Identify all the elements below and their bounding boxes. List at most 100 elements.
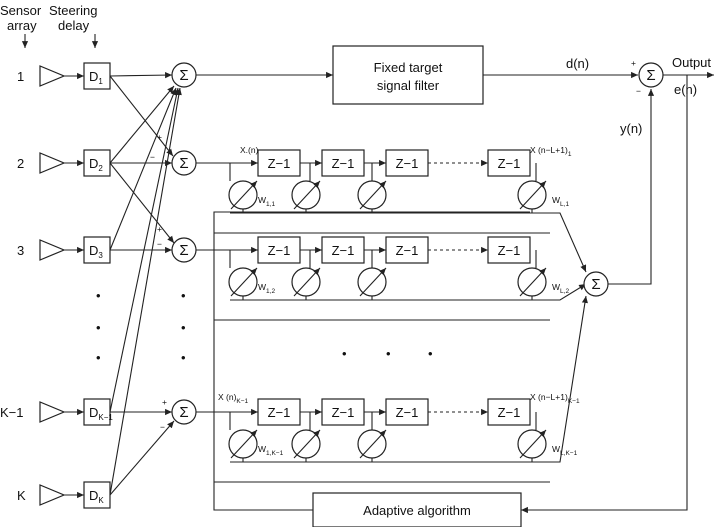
wire-d2-sum1 [109, 85, 175, 164]
tdl3-z4-box [487, 398, 531, 426]
steering-delay-1-label: D1 [89, 69, 103, 86]
steering-wires [109, 72, 182, 496]
x1-input-label: X.(n) [240, 145, 259, 155]
tdl2-weight1-adjust [230, 267, 258, 297]
wire-d1-sum2 [109, 75, 174, 157]
tdl1-weight-last-label: WL,1 [552, 195, 569, 208]
delay-dots-1: • [96, 288, 101, 303]
tdl2-z3-label: Z−1 [396, 243, 419, 258]
output-sum-symbol: Σ [646, 67, 655, 84]
sensor-4-icon [39, 401, 66, 423]
tdl2-weight-last-label: WL,2 [552, 282, 569, 295]
tdl1-weight2-adjust [293, 180, 321, 210]
sum3-plus-sign: + [157, 224, 162, 234]
tdl3-weight2-adjust [293, 429, 321, 459]
tdl1-z2-box [321, 149, 365, 177]
wire-d2-sum3 [109, 162, 175, 244]
tdl2-z4-box [487, 236, 531, 264]
sensor-array-label-2: array [7, 18, 37, 33]
tdl2-z2-label: Z−1 [332, 243, 355, 258]
steering-delay-3-box [83, 236, 111, 264]
tdl1-weight-bus [230, 212, 587, 273]
tdl3-weight1-adjust [230, 429, 258, 459]
weighted-sum-node [583, 271, 609, 297]
sum-symbol-4: Σ [179, 404, 188, 421]
wire-d1-sum1 [109, 72, 173, 79]
sensor-label-5: K [17, 488, 26, 503]
steering-delay-2-label: D2 [89, 156, 103, 173]
sensor-2-icon [39, 152, 66, 174]
tdl1-z2-label: Z−1 [332, 156, 355, 171]
tdl2-z1-box [257, 236, 301, 264]
steering-delay-label-1: Steering [49, 3, 97, 18]
tdl2-weight-first-label: W1,2 [258, 282, 275, 295]
wire-d3-sum1 [109, 87, 177, 251]
tdl3-z3-label: Z−1 [396, 405, 419, 420]
tdl1-weight-first-label: W1,1 [258, 195, 275, 208]
sensor-1-icon [39, 65, 66, 87]
sensor-3-icon [39, 239, 66, 261]
sum-dots-2: • [181, 320, 186, 335]
d-label: d(n) [566, 56, 589, 71]
wire-dk-sum4 [109, 420, 175, 496]
delay-dots-3: • [96, 350, 101, 365]
sensor-label-3: 3 [17, 243, 24, 258]
weighted-sum-symbol: Σ [591, 276, 600, 293]
tdl1-z4-box [487, 149, 531, 177]
sum-symbol-2: Σ [179, 155, 188, 172]
tdl1-z3-label: Z−1 [396, 156, 419, 171]
sensor-label-2: 2 [17, 156, 24, 171]
tdl3-z1-label: Z−1 [268, 405, 291, 420]
tdl2-weight4-adjust [519, 267, 547, 297]
tdl1-weight3-adjust [359, 180, 387, 210]
sum-dots-1: • [181, 288, 186, 303]
tdl2-z1-label: Z−1 [268, 243, 291, 258]
sensor-5-icon [39, 484, 66, 506]
ellipsis-dot-2: • [386, 346, 391, 361]
tdl3-z4-label: Z−1 [498, 405, 521, 420]
steering-delay-5-label: DK [89, 488, 104, 505]
output-minus-sign: − [636, 86, 641, 96]
x1-output-label: X (n−L+1)1 [530, 145, 572, 158]
tdl3-weight4-adjust [519, 429, 547, 459]
tdl2-weight3-adjust [359, 267, 387, 297]
fixed-filter-line1: Fixed target [374, 60, 443, 75]
ellipsis-dot-3: • [428, 346, 433, 361]
sensor-label-4: K−1 [0, 405, 24, 420]
output-plus-sign: + [631, 58, 636, 68]
steering-delay-label-2: delay [58, 18, 90, 33]
sum-symbol-1: Σ [179, 67, 188, 84]
error-feedback-path [521, 75, 688, 514]
output-label: Output [672, 55, 711, 70]
tdl2-z3-box [385, 236, 429, 264]
sum2-plus-sign: + [157, 132, 162, 142]
steering-delay-1-box [83, 62, 111, 90]
ellipsis-dot-1: • [342, 346, 347, 361]
sum2-minus-sign: − [150, 152, 155, 162]
fixed-target-filter-box [332, 45, 484, 105]
tdl3-z3-box [385, 398, 429, 426]
sensor-label-1: 1 [17, 69, 24, 84]
tdl1-z4-label: Z−1 [498, 156, 521, 171]
sum-dots-3: • [181, 350, 186, 365]
tdl3-z2-label: Z−1 [332, 405, 355, 420]
tdl1-weight4-adjust [519, 180, 547, 210]
tdl2-weight-bus [230, 283, 587, 301]
adaptive-algorithm-label: Adaptive algorithm [363, 503, 471, 518]
tdl3-weight-first-label: W1,K−1 [258, 444, 284, 457]
wire-dk-sum1 [109, 87, 182, 496]
tdl2-weight2-adjust [293, 267, 321, 297]
tdl3-weight-bus [230, 295, 588, 463]
tdl3-weight-last-label: WL,K−1 [552, 444, 578, 457]
delay-dots-2: • [96, 320, 101, 335]
steering-delay-4-label: DK−1 [89, 405, 113, 422]
y-label: y(n) [620, 121, 642, 136]
sum4-plus-sign: + [162, 397, 167, 407]
tdl1-z1-label: Z−1 [268, 156, 291, 171]
tdl2-z2-box [321, 236, 365, 264]
xk-input-label: X (n)K−1 [218, 392, 249, 405]
